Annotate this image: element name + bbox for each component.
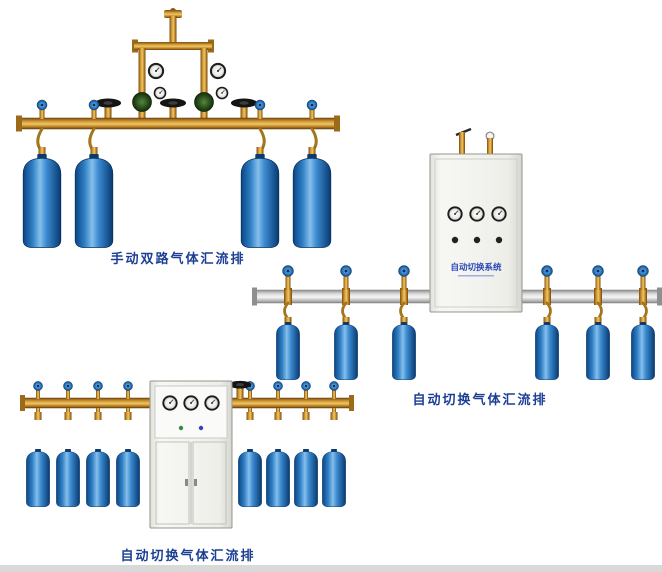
pipe-end-cap	[657, 287, 662, 306]
blue-valve-knob-icon	[36, 99, 48, 111]
cabinet-top-fittings	[455, 127, 495, 156]
pressure-gauge-icon	[161, 394, 179, 412]
product-caption: 自动切换气体汇流排	[120, 549, 256, 564]
pipe-end-flange	[20, 395, 25, 411]
cylinder-valves	[282, 265, 649, 290]
gas-cylinder	[293, 448, 319, 508]
cabinet-label: 自动切换系统	[450, 262, 502, 273]
gas-cylinder	[55, 448, 81, 508]
blue-valve-knob-icon	[254, 99, 266, 111]
pipe-tees	[284, 288, 647, 305]
product-image-manual-dual-manifold	[16, 8, 340, 248]
valve-handwheel-icon	[159, 98, 187, 108]
gas-cylinder	[85, 448, 111, 508]
blue-valve-knob-icon	[398, 265, 410, 277]
pipe-end-cap	[252, 287, 257, 306]
pressure-regulator-right	[194, 62, 229, 112]
product-image-auto-switch-manifold-floor	[20, 380, 354, 529]
blue-valve-knob-icon	[122, 380, 133, 392]
blue-valve-knob-icon	[63, 380, 74, 392]
pressure-gauge-icon	[490, 205, 508, 223]
blue-valve-knob-icon	[272, 380, 284, 392]
pressure-gauge-icon	[182, 394, 200, 412]
door-handle	[194, 479, 197, 486]
cabinet-door	[155, 441, 190, 525]
cabinet-door	[192, 441, 227, 525]
blue-valve-knob-icon	[300, 380, 312, 392]
pipe-end-flange	[334, 115, 340, 132]
pressure-gauge-icon	[153, 86, 167, 100]
gas-cylinder	[22, 153, 62, 248]
blue-valve-knob-icon	[541, 265, 553, 277]
gas-cylinder	[631, 321, 655, 381]
gas-cylinder	[586, 321, 610, 381]
product-caption: 手动双路气体汇流排	[110, 252, 246, 267]
pressure-gauge-icon	[468, 205, 486, 223]
control-cabinet	[149, 380, 233, 529]
page-bottom-divider	[0, 565, 662, 572]
valve-handwheel-icon	[230, 98, 258, 108]
center-riser-assembly	[132, 8, 214, 120]
cylinder-valves	[36, 99, 318, 119]
gas-cylinder	[321, 448, 347, 508]
blue-valve-knob-icon	[592, 265, 604, 277]
product-image-auto-switch-manifold: 自动切换系统	[252, 127, 662, 381]
regulator-body	[132, 92, 152, 112]
shutoff-valve-handwheels	[94, 98, 258, 119]
blue-valve-knob-icon	[33, 380, 43, 392]
control-knob	[473, 236, 481, 244]
door-handle	[185, 479, 188, 486]
pressure-gauge-icon	[446, 205, 464, 223]
blue-valve-knob-icon	[306, 99, 318, 111]
gas-cylinder	[392, 321, 416, 381]
pressure-gauge-icon	[147, 62, 165, 80]
indicator-light-green	[178, 425, 184, 431]
blue-valve-knob-icon	[328, 380, 340, 392]
gas-cylinder	[25, 448, 51, 508]
gas-cylinder	[237, 448, 263, 508]
pipe-end-flange	[16, 115, 22, 132]
cabinet-sublabel-line	[458, 275, 494, 277]
gas-cylinder	[74, 153, 114, 248]
control-knob	[451, 236, 459, 244]
gas-cylinder	[265, 448, 291, 508]
cylinder-necks	[34, 408, 338, 420]
control-knob	[495, 236, 503, 244]
pressure-regulator-left	[132, 62, 167, 112]
shutoff-valve-handwheel	[228, 380, 252, 399]
product-caption: 自动切换气体汇流排	[412, 393, 548, 408]
gas-cylinder	[535, 321, 559, 381]
blue-valve-knob-icon	[92, 380, 104, 392]
pressure-gauge-icon	[215, 86, 229, 100]
cylinder-necks	[284, 317, 647, 326]
pressure-gauge-icon	[209, 62, 227, 80]
blue-valve-knob-icon	[637, 265, 649, 277]
indicator-light-blue	[198, 425, 204, 431]
pipe-end-flange	[349, 395, 354, 411]
gas-cylinder	[334, 321, 358, 381]
gas-cylinder	[276, 321, 300, 381]
cylinder-valves	[33, 380, 340, 399]
cylinder-necks	[38, 147, 316, 157]
control-cabinet: 自动切换系统	[429, 153, 523, 313]
blue-valve-knob-icon	[282, 265, 294, 277]
gas-cylinder	[115, 448, 141, 508]
regulator-body	[194, 92, 214, 112]
blue-valve-knob-icon	[88, 99, 100, 111]
pressure-gauge-icon	[203, 394, 221, 412]
blue-valve-knob-icon	[340, 265, 352, 277]
